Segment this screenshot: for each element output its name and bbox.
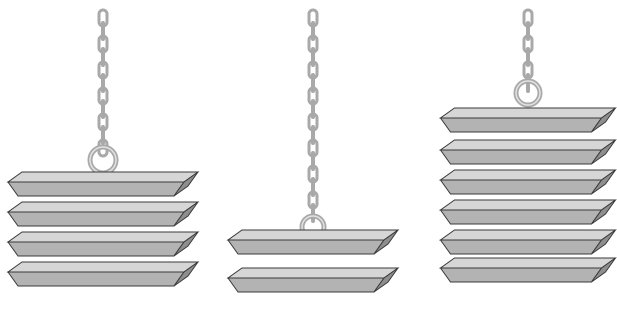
slab-front-face [8, 182, 184, 196]
slab [8, 172, 198, 196]
slab-top-face [441, 200, 616, 210]
slab-top-face [441, 230, 616, 240]
slab [8, 202, 198, 226]
slab-top-face [228, 268, 398, 278]
slab-top-face [441, 258, 616, 268]
slab-front-face [441, 268, 602, 282]
slab-top-face [8, 232, 198, 242]
slab-top-face [441, 108, 616, 118]
slab-front-face [228, 240, 384, 254]
slab [441, 170, 616, 194]
slab-front-face [441, 150, 602, 164]
slab-top-face [228, 230, 398, 240]
slab-top-face [8, 202, 198, 212]
slab [8, 232, 198, 256]
slab-top-face [8, 262, 198, 272]
slab-front-face [441, 118, 602, 132]
slab-front-face [8, 272, 184, 286]
slab-front-face [441, 240, 602, 254]
slab [441, 200, 616, 224]
slab [441, 108, 616, 132]
slab [441, 230, 616, 254]
slab-front-face [8, 212, 184, 226]
slab [8, 262, 198, 286]
slab-top-face [441, 140, 616, 150]
slab [228, 230, 398, 254]
slab-front-face [228, 278, 384, 292]
slab-top-face [441, 170, 616, 180]
slab [228, 268, 398, 292]
slab [441, 258, 616, 282]
slab-front-face [441, 180, 602, 194]
slab-top-face [8, 172, 198, 182]
slab [441, 140, 616, 164]
slab-front-face [8, 242, 184, 256]
slab-front-face [441, 210, 602, 224]
